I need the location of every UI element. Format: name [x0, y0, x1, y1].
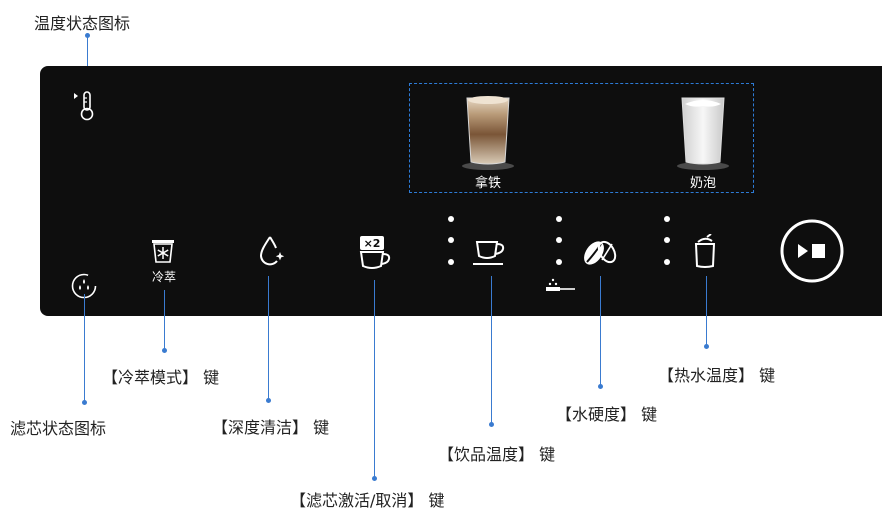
deep-clean-drop-icon[interactable]: [256, 234, 286, 270]
deep-clean-callout-dot: [266, 398, 271, 403]
hot-water-kettle-icon[interactable]: [692, 234, 720, 270]
hot-water-dot-1: [664, 216, 670, 222]
cold-brew-callout-line: [164, 290, 165, 350]
control-panel: [40, 66, 882, 316]
thermometer-icon: [73, 90, 97, 122]
milk-foam-image[interactable]: [673, 92, 733, 172]
drink-temp-dot-2: [448, 237, 454, 243]
drink-temp-dot-1: [448, 216, 454, 222]
hardness-dot-2: [556, 237, 562, 243]
hot-water-temp-key-annotation: 【热水温度】 键: [658, 366, 776, 385]
drink-temp-callout-line: [491, 276, 492, 424]
hot-water-callout-line: [706, 276, 707, 346]
filter-callout-dot: [82, 400, 87, 405]
temp-status-icon-annotation: 温度状态图标: [34, 14, 131, 33]
filter-callout-line: [84, 294, 85, 402]
latte-label: 拿铁: [474, 176, 501, 191]
cup-icon[interactable]: [471, 238, 511, 268]
temp-callout-dot: [85, 33, 90, 38]
filter-activate-callout-line: [374, 280, 375, 478]
temp-callout-line: [87, 34, 88, 94]
double-cup-icon[interactable]: ×2: [358, 234, 402, 272]
coffee-beans-icon[interactable]: [581, 236, 621, 270]
filter-status-icon-annotation: 滤芯状态图标: [10, 419, 107, 438]
deep-clean-callout-line: [268, 276, 269, 400]
hardness-dot-3: [556, 259, 562, 265]
deep-clean-key-annotation: 【深度清洁】 键: [212, 418, 330, 437]
cold-brew-key-annotation: 【冷萃模式】 键: [102, 368, 220, 387]
water-hardness-callout-line: [600, 276, 601, 386]
milk-foam-label: 奶泡: [689, 176, 716, 191]
cold-brew-callout-dot: [162, 348, 167, 353]
drink-temp-dot-3: [448, 259, 454, 265]
drink-temp-key-annotation: 【饮品温度】 键: [438, 445, 556, 464]
water-hardness-callout-dot: [598, 384, 603, 389]
svg-text:×2: ×2: [364, 237, 381, 250]
cold-brew-label: 冷萃: [151, 270, 176, 284]
hardness-dot-1: [556, 216, 562, 222]
hot-water-callout-dot: [704, 344, 709, 349]
hot-water-dot-2: [664, 237, 670, 243]
filter-activate-callout-dot: [372, 476, 377, 481]
latte-image[interactable]: [458, 92, 518, 172]
start-stop-icon[interactable]: [778, 219, 848, 283]
scale-icon: [545, 277, 577, 293]
cold-brew-icon[interactable]: [146, 238, 180, 266]
filter-activate-key-annotation: 【滤芯激活/取消】 键: [290, 491, 445, 510]
drink-temp-callout-dot: [489, 422, 494, 427]
water-hardness-key-annotation: 【水硬度】 键: [556, 405, 658, 424]
hot-water-dot-3: [664, 259, 670, 265]
drink-selection-box: [409, 83, 754, 193]
